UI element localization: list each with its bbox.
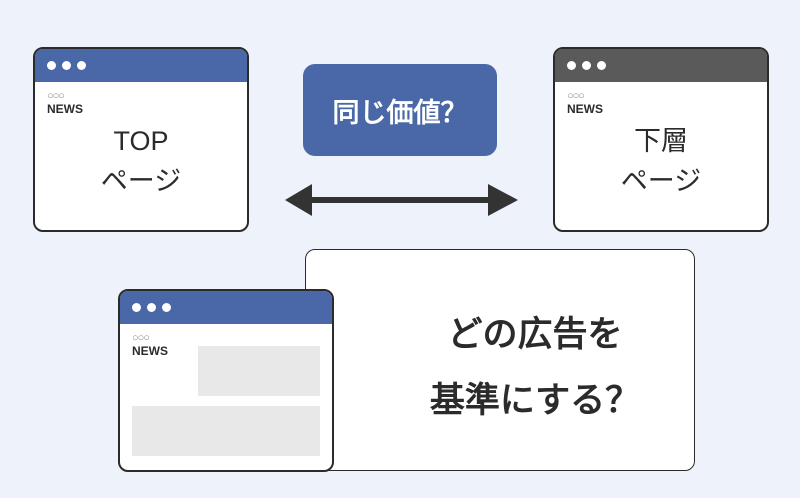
double-arrow-icon [285, 184, 518, 216]
arrow-head-left [285, 184, 312, 216]
top-page-window: ○○○ NEWS TOP ページ [33, 47, 249, 232]
site-name: ○○○ [567, 90, 585, 102]
site-label: NEWS [47, 101, 83, 116]
window-dot-icon [162, 303, 171, 312]
site-logo: ○○○ NEWS [132, 332, 168, 358]
window-header [35, 49, 247, 82]
title-line1: TOP [113, 126, 169, 156]
ad-page-window: ○○○ NEWS [118, 289, 334, 472]
window-dot-icon [77, 61, 86, 70]
page-title: TOP ページ [35, 121, 247, 201]
ad-placeholder-bottom [132, 406, 320, 456]
window-dot-icon [597, 61, 606, 70]
title-line2: ページ [620, 166, 702, 196]
window-dot-icon [582, 61, 591, 70]
site-name: ○○○ [132, 332, 150, 344]
window-header [555, 49, 767, 82]
window-dot-icon [567, 61, 576, 70]
ad-placeholder-top [198, 346, 320, 396]
site-label: NEWS [132, 343, 168, 358]
ad-question-line1: どの広告を [447, 315, 623, 355]
ad-question-text: どの広告を 基準にする？ [376, 302, 694, 434]
title-line1: 下層 [634, 126, 688, 156]
arrow-shaft [305, 197, 495, 203]
arrow-head-right [488, 184, 518, 216]
title-line2: ページ [100, 166, 182, 196]
window-dot-icon [47, 61, 56, 70]
lower-page-window: ○○○ NEWS 下層 ページ [553, 47, 769, 232]
window-dot-icon [147, 303, 156, 312]
site-label: NEWS [567, 101, 603, 116]
ad-question-line2: 基準にする？ [429, 381, 641, 421]
page-title: 下層 ページ [555, 121, 767, 201]
site-logo: ○○○ NEWS [567, 90, 603, 116]
window-dot-icon [132, 303, 141, 312]
ad-question-box: どの広告を 基準にする？ [305, 249, 695, 471]
site-name: ○○○ [47, 90, 65, 102]
window-dot-icon [62, 61, 71, 70]
site-logo: ○○○ NEWS [47, 90, 83, 116]
window-header [120, 291, 332, 324]
question-badge: 同じ価値？ [303, 64, 497, 156]
